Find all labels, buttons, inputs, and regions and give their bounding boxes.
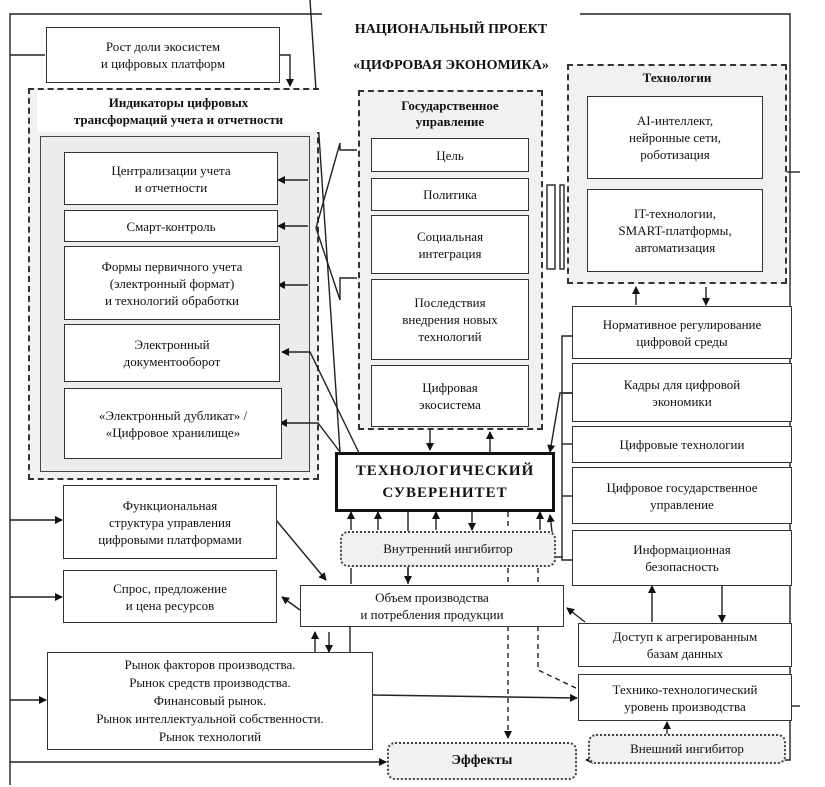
normative-regulation: Нормативное регулирование цифровой среды xyxy=(572,306,792,359)
tech-it: IT-технологии, SMART-платформы, автомати… xyxy=(587,189,763,272)
information-security: Информационная безопасность xyxy=(572,530,792,586)
effects: Эффекты xyxy=(387,742,577,780)
gov-goal: Цель xyxy=(371,138,529,172)
technologies-title: Технологии xyxy=(642,70,712,85)
internal-inhibitor: Внутренний ингибитор xyxy=(340,531,556,567)
production-volume: Объем производства и потребления продукц… xyxy=(300,585,564,627)
markets: Рынок факторов производства. Рынок средс… xyxy=(47,652,373,750)
digital-personnel: Кадры для цифровой экономики xyxy=(572,363,792,422)
digital-technologies: Цифровые технологии xyxy=(572,426,792,463)
indicator-digital-storage: «Электронный дубликат» / «Цифровое храни… xyxy=(64,388,282,459)
indicators-title: Индикаторы цифровых трансформаций учета … xyxy=(37,90,320,132)
indicator-centralization: Централизации учета и отчетности xyxy=(64,152,278,205)
ecosystem-growth-box: Рост доли экосистем и цифровых платформ xyxy=(46,27,280,83)
project-title: НАЦИОНАЛЬНЫЙ ПРОЕКТ «ЦИФРОВАЯ ЭКОНОМИКА» xyxy=(322,3,580,93)
digital-gov-management: Цифровое государственное управление xyxy=(572,467,792,524)
gov-consequences: Последствия внедрения новых технологий xyxy=(371,279,529,360)
technological-sovereignty: ТЕХНОЛОГИЧЕСКИЙ СУВЕРЕНИТЕТ xyxy=(335,452,555,512)
indicator-smart-control: Смарт-контроль xyxy=(64,210,278,242)
gov-policy: Политика xyxy=(371,178,529,211)
gov-digital-ecosystem: Цифровая экосистема xyxy=(371,365,529,427)
demand-supply-prices: Спрос, предложение и цена ресурсов xyxy=(63,570,277,623)
data-access: Доступ к агрегированным базам данных xyxy=(578,623,792,667)
government-title: Государственное управление xyxy=(401,98,499,129)
project-title-line1: НАЦИОНАЛЬНЫЙ ПРОЕКТ xyxy=(354,22,548,37)
tech-ai: AI-интеллект, нейронные сети, роботизаци… xyxy=(587,96,763,179)
indicator-edm: Электронный документооборот xyxy=(64,324,280,382)
functional-structure: Функциональная структура управления цифр… xyxy=(63,485,277,559)
indicator-primary-forms: Формы первичного учета (электронный форм… xyxy=(64,246,280,320)
project-title-line2: «ЦИФРОВАЯ ЭКОНОМИКА» xyxy=(353,58,549,73)
gov-social-integration: Социальная интеграция xyxy=(371,215,529,274)
external-inhibitor: Внешний ингибитор xyxy=(588,734,786,764)
tech-level: Технико-технологический уровень производ… xyxy=(578,674,792,721)
